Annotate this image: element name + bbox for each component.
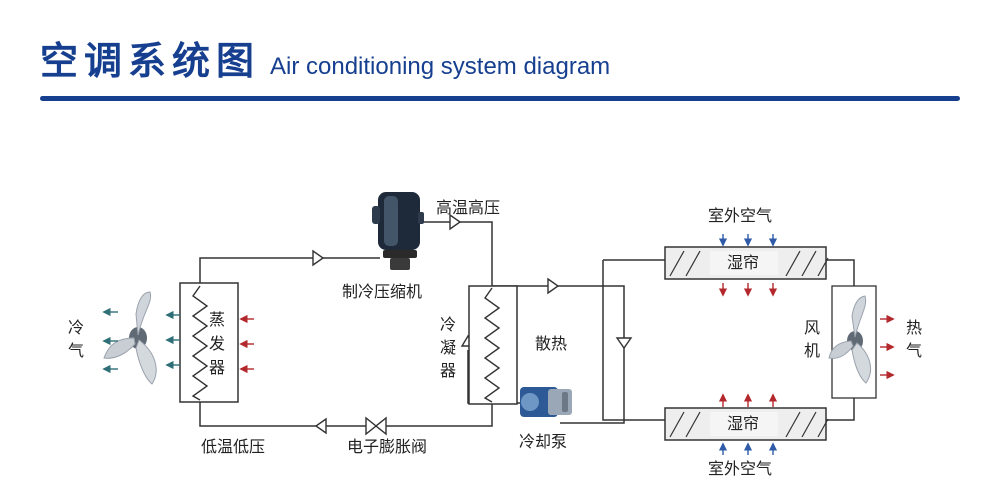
page-subtitle: Air conditioning system diagram xyxy=(270,53,611,80)
wet-curtain-bottom xyxy=(664,407,829,441)
flow-chevron-compressor-out xyxy=(449,213,462,231)
evaporator-coil xyxy=(191,285,209,401)
label-evaporator-char-1: 蒸 xyxy=(209,310,225,329)
wet-curtain-top xyxy=(664,246,829,280)
pipe-compressor-to-condenser xyxy=(420,221,493,286)
bottom-curtain-inlet-arrows xyxy=(718,442,778,455)
evaporator xyxy=(179,282,239,403)
evaporator-heat-arrows xyxy=(239,314,254,374)
flow-chevron-bottom xyxy=(314,417,327,435)
page-title: 空调系统图 xyxy=(40,39,261,83)
label-expansion-valve: 电子膨胀阀 xyxy=(347,437,427,456)
label-condenser-char-2: 凝 xyxy=(440,338,456,357)
label-cold-air-char-1: 冷 xyxy=(68,318,84,337)
flow-chevron-top xyxy=(312,249,325,267)
label-fan-char-1: 风 xyxy=(804,318,820,337)
left-fan-icon xyxy=(103,291,157,385)
label-hot-air-char-1: 热 xyxy=(906,318,922,337)
label-evaporator-char-2: 发 xyxy=(209,334,225,353)
label-fan-char-2: 机 xyxy=(804,341,820,360)
label-cold-air-char-2: 气 xyxy=(68,341,84,360)
cooling-pump-icon xyxy=(520,387,572,417)
flow-chevron-water-side xyxy=(615,337,633,350)
pipe-evaporator-to-compressor xyxy=(199,257,380,283)
page-header: 空调系统图 Air conditioning system diagram xyxy=(40,30,610,85)
evaporator-cold-arrows xyxy=(165,310,180,370)
label-wet-curtain-top: 湿帘 xyxy=(727,253,759,272)
bottom-curtain-outlet-arrows xyxy=(718,393,778,407)
flow-chevron-water-top xyxy=(547,277,560,295)
compressor-icon xyxy=(372,192,424,270)
label-condenser-char-1: 冷 xyxy=(440,315,456,334)
label-compressor: 制冷压缩机 xyxy=(342,282,422,301)
pipe-condenser-to-valve xyxy=(199,402,493,427)
label-wet-curtain-bottom: 湿帘 xyxy=(727,414,759,433)
cold-air-arrows xyxy=(102,307,118,374)
valve-right-triangle xyxy=(374,416,387,436)
top-curtain-inlet-arrows xyxy=(718,234,778,247)
right-fan-icon xyxy=(828,285,877,399)
label-heat-dissipation: 散热 xyxy=(535,334,567,353)
pipe-outer-loop-right-top xyxy=(826,259,855,288)
pipe-outer-loop-left xyxy=(602,260,665,421)
hot-air-arrows xyxy=(880,314,895,380)
header-divider xyxy=(40,96,960,101)
condenser-coil xyxy=(483,287,501,403)
label-high-temp-high-pressure: 高温高压 xyxy=(436,198,500,217)
condenser xyxy=(468,285,518,405)
label-outdoor-air-bottom: 室外空气 xyxy=(708,459,772,478)
label-low-temp-low-pressure: 低温低压 xyxy=(201,437,265,456)
valve-left-triangle xyxy=(365,416,378,436)
pipe-outer-loop-right-bottom xyxy=(826,397,855,421)
label-cooling-pump: 冷却泵 xyxy=(519,432,567,451)
label-condenser-char-3: 器 xyxy=(440,361,456,380)
label-hot-air-char-2: 气 xyxy=(906,341,922,360)
expansion-valve xyxy=(365,416,387,436)
top-curtain-outlet-arrows xyxy=(718,283,778,297)
label-outdoor-air-top: 室外空气 xyxy=(708,206,772,225)
label-evaporator-char-3: 器 xyxy=(209,358,225,377)
